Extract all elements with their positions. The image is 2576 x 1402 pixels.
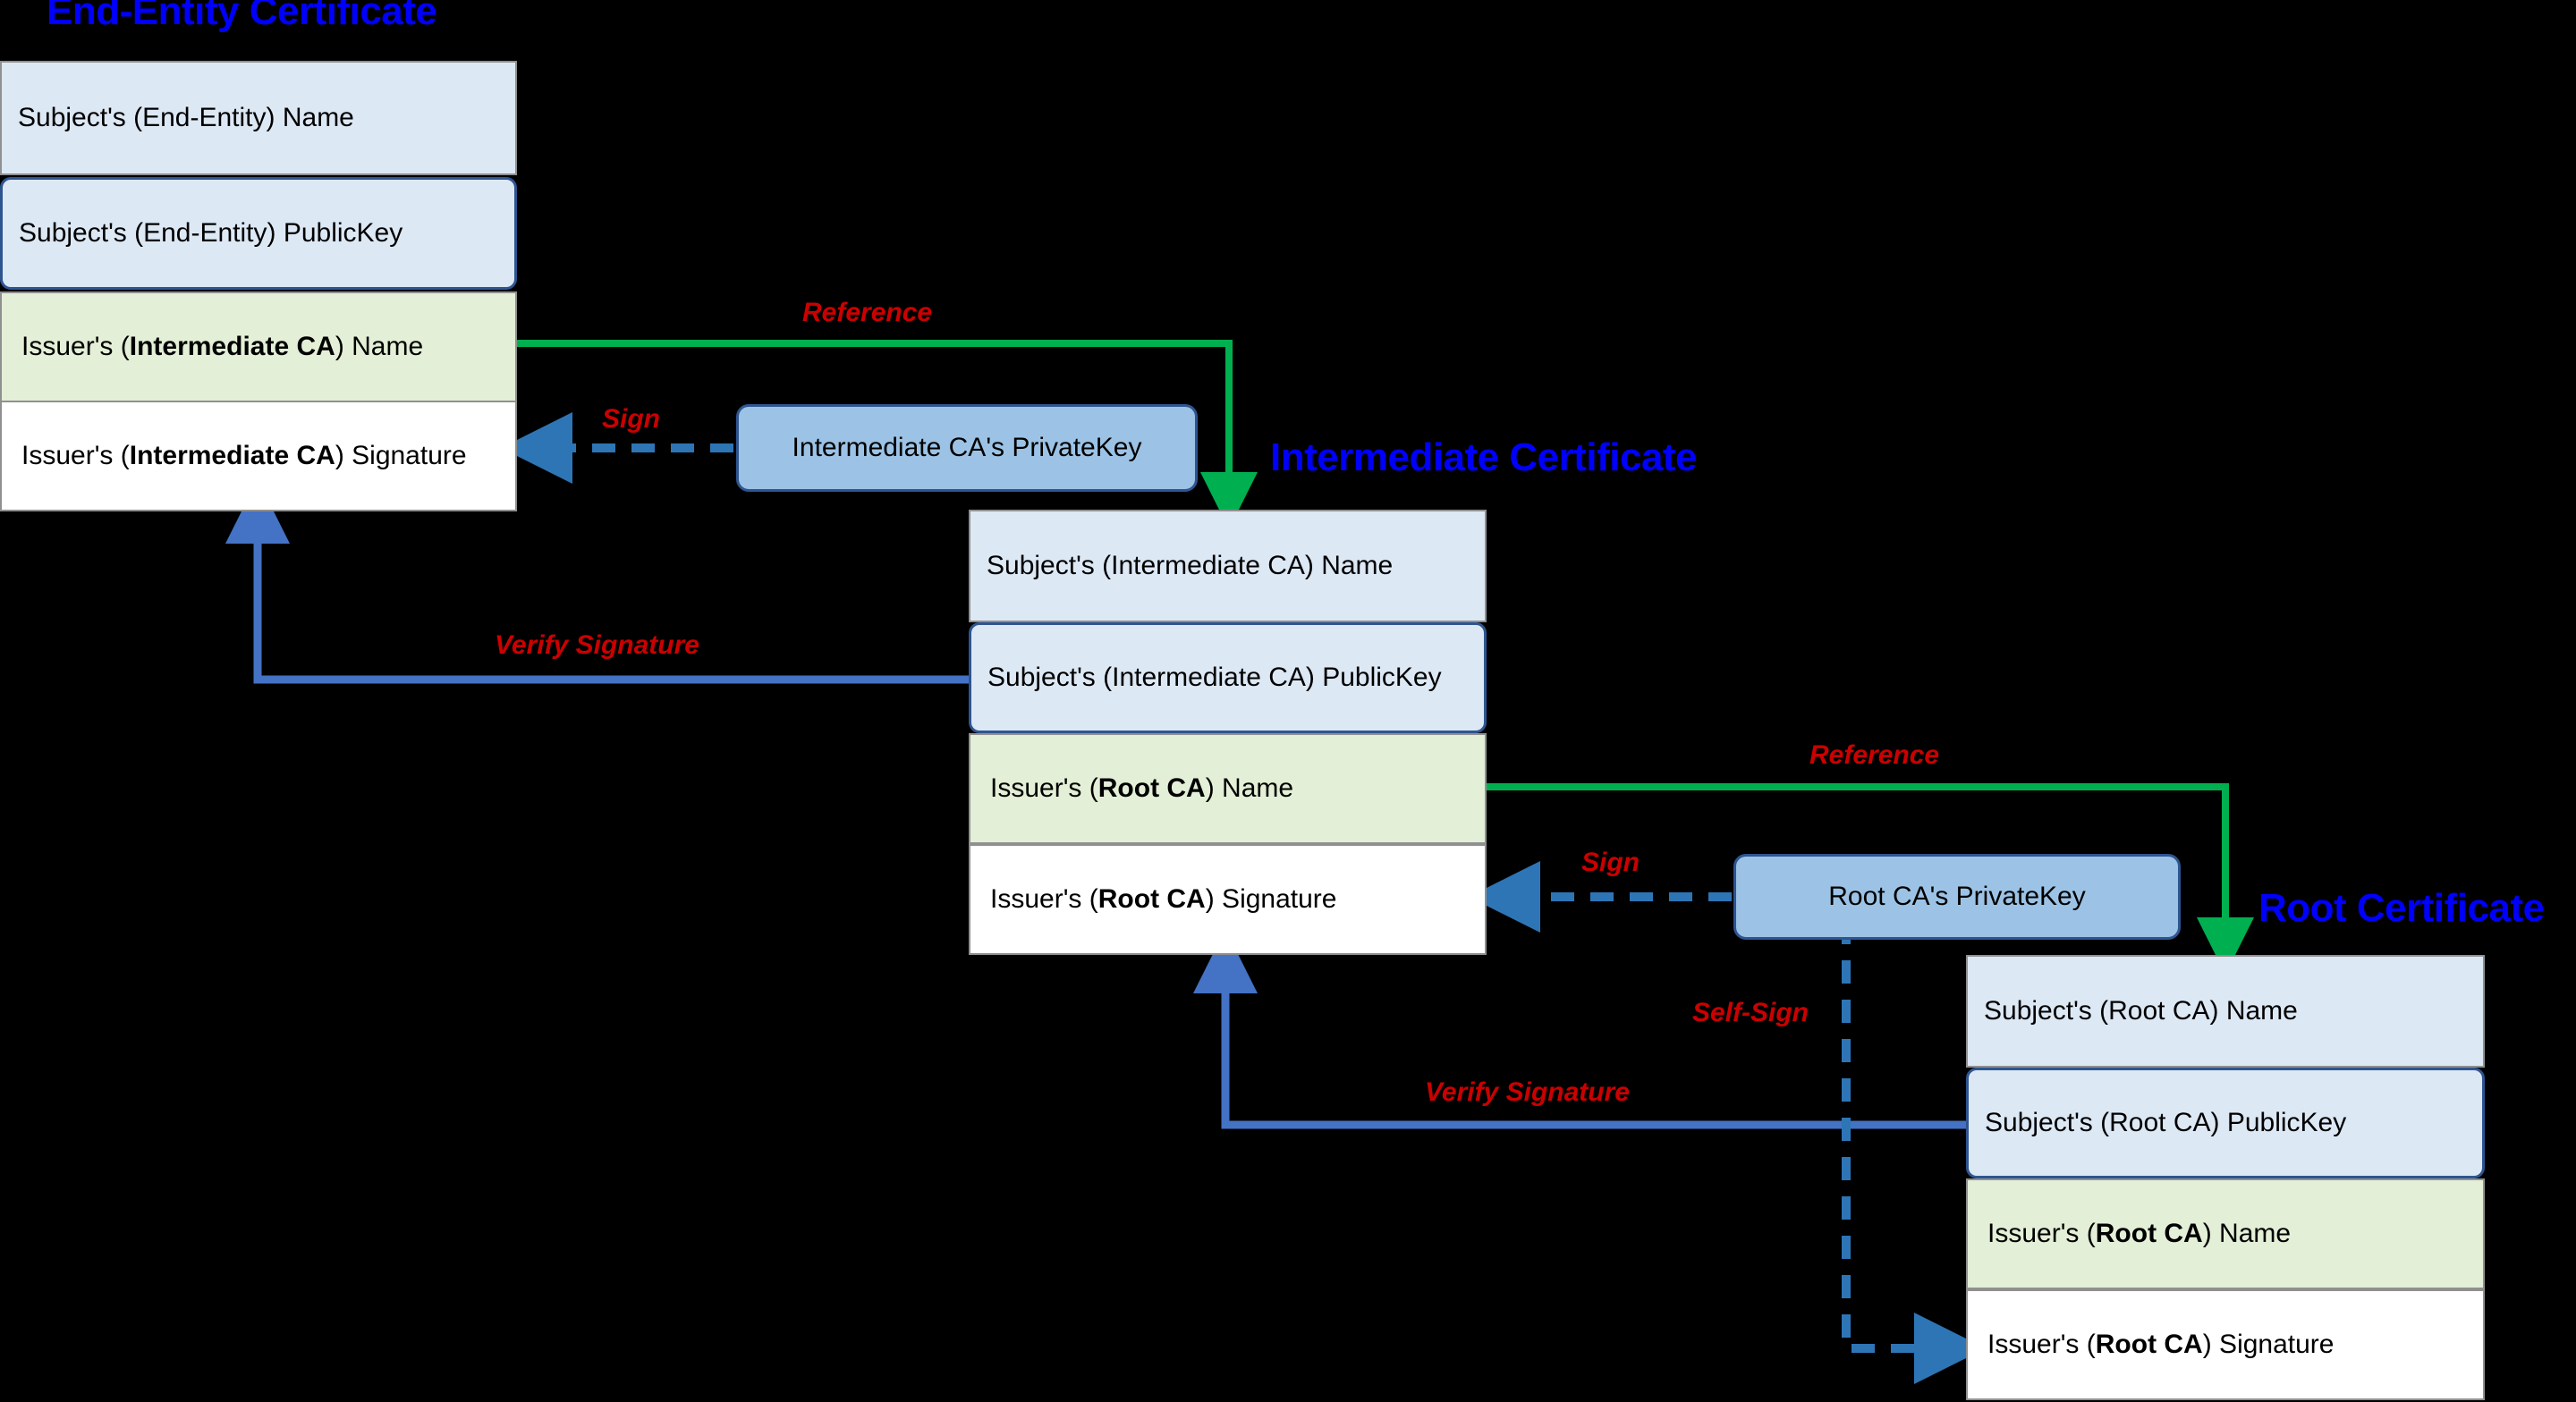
issuer-name-bold: Root CA [1097,773,1206,803]
issuer-name-suffix: ) Name [1205,773,1294,803]
row-issuer-name[interactable]: Issuer's (Root CA) Name [1966,1178,2485,1289]
row-subject-publickey[interactable]: Subject's (Root CA) PublicKey [1966,1068,2485,1178]
edge-label-verify-root-to-int: Verify Signature [1425,1077,1630,1107]
private-key-box-intermediate[interactable]: Intermediate CA's PrivateKey [736,404,1198,492]
row-issuer-name[interactable]: Issuer's (Intermediate CA) Name [0,291,517,402]
issuer-sig-suffix: ) Signature [1205,884,1337,914]
edge-self-sign-root [1842,921,1986,1384]
issuer-name-prefix: Issuer's ( [21,332,130,361]
issuer-name-prefix: Issuer's ( [1987,1219,2096,1248]
edge-label-verify-int-to-ee: Verify Signature [495,630,699,660]
certificate-card-root[interactable]: Subject's (Root CA) Name Subject's (Root… [1966,955,2485,1402]
row-issuer-name[interactable]: Issuer's (Root CA) Name [969,733,1487,844]
issuer-name-bold: Intermediate CA [129,332,335,361]
issuer-name-suffix: ) Name [335,332,424,361]
issuer-sig-prefix: Issuer's ( [21,441,130,470]
issuer-sig-suffix: ) Signature [335,441,467,470]
title-end-entity-certificate: End-Entity Certificate [47,0,437,33]
edge-label-self-sign-root: Self-Sign [1692,998,1809,1027]
issuer-sig-bold: Root CA [1097,884,1206,914]
issuer-sig-suffix: ) Signature [2202,1330,2334,1359]
edge-label-reference-ee-to-int: Reference [802,298,933,327]
title-root-certificate: Root Certificate [2258,886,2545,930]
edge-label-sign-int-to-ee: Sign [602,404,660,434]
issuer-name-suffix: ) Name [2202,1219,2292,1248]
certificate-card-end-entity[interactable]: Subject's (End-Entity) Name Subject's (E… [0,61,517,511]
row-subject-name[interactable]: Subject's (Intermediate CA) Name [969,510,1487,622]
title-intermediate-certificate: Intermediate Certificate [1270,435,1698,479]
row-subject-name[interactable]: Subject's (End-Entity) Name [0,61,517,175]
certificate-card-intermediate[interactable]: Subject's (Intermediate CA) Name Subject… [969,510,1487,957]
private-key-box-root[interactable]: Root CA's PrivateKey [1733,854,2181,940]
issuer-name-prefix: Issuer's ( [990,773,1098,803]
issuer-name-bold: Root CA [2095,1219,2203,1248]
edge-label-sign-root-to-int: Sign [1581,848,1640,877]
issuer-sig-bold: Intermediate CA [129,441,335,470]
edge-label-reference-int-to-root: Reference [1809,740,1940,770]
row-subject-publickey[interactable]: Subject's (Intermediate CA) PublicKey [969,622,1487,733]
issuer-sig-bold: Root CA [2095,1330,2203,1359]
row-issuer-signature[interactable]: Issuer's (Intermediate CA) Signature [0,401,517,511]
issuer-sig-prefix: Issuer's ( [990,884,1098,914]
issuer-sig-prefix: Issuer's ( [1987,1330,2096,1359]
row-issuer-signature[interactable]: Issuer's (Root CA) Signature [969,844,1487,955]
row-subject-name[interactable]: Subject's (Root CA) Name [1966,955,2485,1068]
row-subject-publickey[interactable]: Subject's (End-Entity) PublicKey [0,177,517,290]
row-issuer-signature[interactable]: Issuer's (Root CA) Signature [1966,1289,2485,1400]
